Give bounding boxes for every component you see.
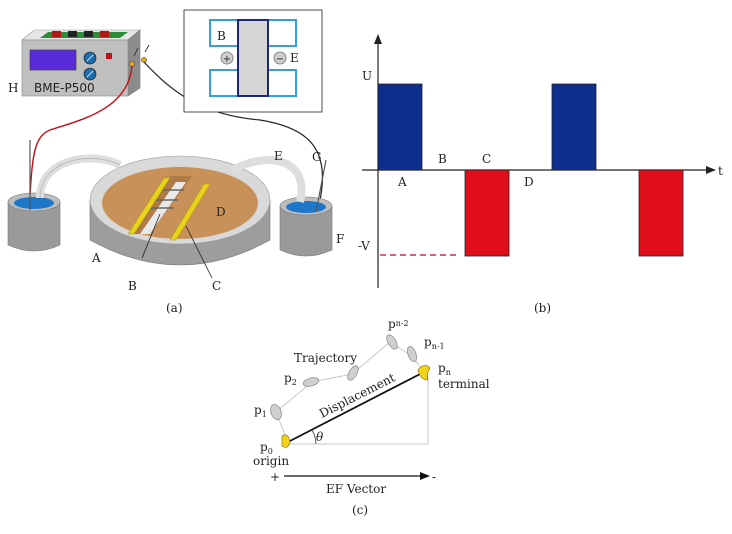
top-button-red[interactable] xyxy=(52,31,61,37)
panel-b: U -V t A B C D (b) xyxy=(358,34,723,315)
negative-pulse-bar-6 xyxy=(638,169,684,257)
cell-p1-icon xyxy=(270,403,282,421)
top-button-black[interactable] xyxy=(68,31,77,37)
indicator-light xyxy=(106,53,112,59)
top-button-red-2[interactable] xyxy=(100,31,109,37)
negative-pulse-bar-2 xyxy=(464,169,510,257)
inset-plus: + xyxy=(223,54,231,65)
theta-label: θ xyxy=(316,430,324,444)
caption-a: (a) xyxy=(166,301,183,315)
trajectory-label: Trajectory xyxy=(294,351,357,365)
ef-arrow-head-icon xyxy=(420,472,430,480)
label-c: C xyxy=(212,279,221,293)
label-g: G xyxy=(312,150,322,164)
left-beaker xyxy=(7,192,61,252)
positive-pulse-bar-4 xyxy=(551,83,597,171)
inset-chamber: + − B E xyxy=(183,9,323,113)
red-wire xyxy=(29,65,133,199)
black-wire xyxy=(143,61,324,201)
cell-p0-icon xyxy=(281,434,291,448)
bar-series xyxy=(377,83,684,257)
inset-cathode-icon xyxy=(273,51,287,65)
label-d: D xyxy=(216,205,226,219)
y-axis-arrow-icon xyxy=(374,34,382,44)
salt-bridge-right xyxy=(230,156,306,203)
terminal-icon-2 xyxy=(141,57,147,63)
p2-label: p2 xyxy=(284,371,297,387)
power-supply: BME-P500 xyxy=(21,29,150,97)
ef-minus: - xyxy=(432,470,436,484)
caption-b: (b) xyxy=(534,301,551,315)
segment-label-c: C xyxy=(482,152,491,166)
y-bottom-label: -V xyxy=(358,239,370,253)
p0-label: p0 xyxy=(260,440,273,456)
right-water xyxy=(286,201,326,213)
cell-pn-icon xyxy=(417,365,431,381)
y-top-label: U xyxy=(362,69,372,83)
power-supply-display xyxy=(29,49,77,71)
cell-p2-icon xyxy=(302,377,320,387)
terminal-icon xyxy=(129,61,135,67)
culture-dish xyxy=(89,155,271,266)
label-a: A xyxy=(91,251,101,265)
displacement-line xyxy=(287,371,425,443)
inset-anode-icon xyxy=(220,51,234,65)
x-axis-arrow-icon xyxy=(706,166,716,174)
cell-pn2-icon xyxy=(386,334,398,350)
p1-label: p1 xyxy=(254,403,267,419)
theta-arc xyxy=(311,429,317,445)
inset-channel xyxy=(237,19,269,97)
label-e: E xyxy=(274,149,283,163)
label-b: B xyxy=(128,279,137,293)
origin-label: origin xyxy=(253,454,289,468)
device-label: BME-P500 xyxy=(34,81,95,95)
label-f: F xyxy=(336,232,344,246)
pn2-label: pn-2 xyxy=(388,317,409,331)
pn-label: pn xyxy=(438,361,451,377)
x-axis-label: t xyxy=(718,164,723,178)
yellow-strip-left xyxy=(127,177,171,235)
top-button-black-2[interactable] xyxy=(84,31,93,37)
inset-label-e: E xyxy=(290,51,299,65)
left-water xyxy=(14,197,54,209)
panel-c: Trajectory Displacement θ p0 origin p1 p… xyxy=(253,317,490,517)
segment-label-d: D xyxy=(524,175,534,189)
displacement-label: Displacement xyxy=(317,370,398,420)
ef-vector-label: EF Vector xyxy=(326,482,386,496)
segment-label-a: A xyxy=(397,175,407,189)
right-beaker xyxy=(279,196,333,257)
terminal-label: terminal xyxy=(438,377,490,391)
positive-pulse-bar-0 xyxy=(377,83,423,171)
panel-a: BME-P500 H xyxy=(7,29,344,315)
inset-minus: − xyxy=(276,54,284,65)
cell-p3-icon xyxy=(347,365,359,381)
segment-label-b: B xyxy=(438,152,447,166)
inset-label-b: B xyxy=(217,29,226,43)
pn1-label: pn-1 xyxy=(424,335,445,351)
label-h: H xyxy=(8,81,18,95)
cell-pn1-icon xyxy=(407,346,417,362)
ef-plus: + xyxy=(270,470,280,484)
caption-c: (c) xyxy=(352,503,368,517)
yellow-strip-right xyxy=(169,183,211,241)
